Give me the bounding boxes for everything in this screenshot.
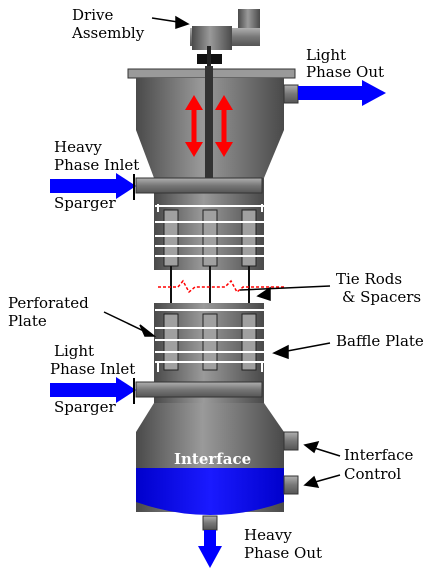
light-phase-out-nozzle [283,84,299,104]
interface-nozzle-lower [283,475,299,495]
perforated-label-line2: Plate [8,312,47,330]
reciprocation-arrows [185,95,233,157]
leader-lines [103,15,341,488]
heavy-out-label-line1: Heavy [244,526,292,544]
light-in-label-line1: Light [54,342,94,360]
heavy-in-label-line1: Heavy [54,138,102,156]
sparger-bottom-label: Sparger [54,398,116,416]
heavy-phase-sparger [135,177,263,194]
upper-plate-stack [155,204,265,267]
drive-label-line1: Drive [72,6,113,24]
light-phase-sparger [135,381,263,398]
interface-control-label-line2: Control [344,465,401,483]
drive-assembly [190,9,260,68]
heavy-liquid-layer [136,468,284,515]
sparger-top-label: Sparger [54,194,116,212]
light-out-label-line1: Light [306,46,346,64]
light-phase-out-arrow [298,80,386,106]
drive-label-line2: Assembly [71,24,145,42]
heavy-phase-out-nozzle [202,515,218,531]
heavy-out-label-line2: Phase Out [244,544,322,562]
light-phase-inlet-arrow [50,377,136,404]
heavy-phase-out-arrow [198,530,222,568]
heavy-in-label-line2: Phase Inlet [54,156,139,174]
interface-nozzle-upper [283,431,299,451]
interface-control-label-line1: Interface [344,446,414,464]
baffle-label: Baffle Plate [336,332,424,350]
perforated-label-line1: Perforated [8,294,89,312]
heavy-phase-inlet-arrow [50,173,136,200]
agitator-shaft [205,66,213,216]
lower-plate-stack [155,309,265,372]
light-in-label-line2: Phase Inlet [50,360,135,378]
light-out-label-line2: Phase Out [306,63,384,81]
tie-rods-label-line1: Tie Rods [336,270,402,288]
tie-rods-label-line2: & Spacers [342,288,421,306]
interface-label: Interface [174,450,251,468]
